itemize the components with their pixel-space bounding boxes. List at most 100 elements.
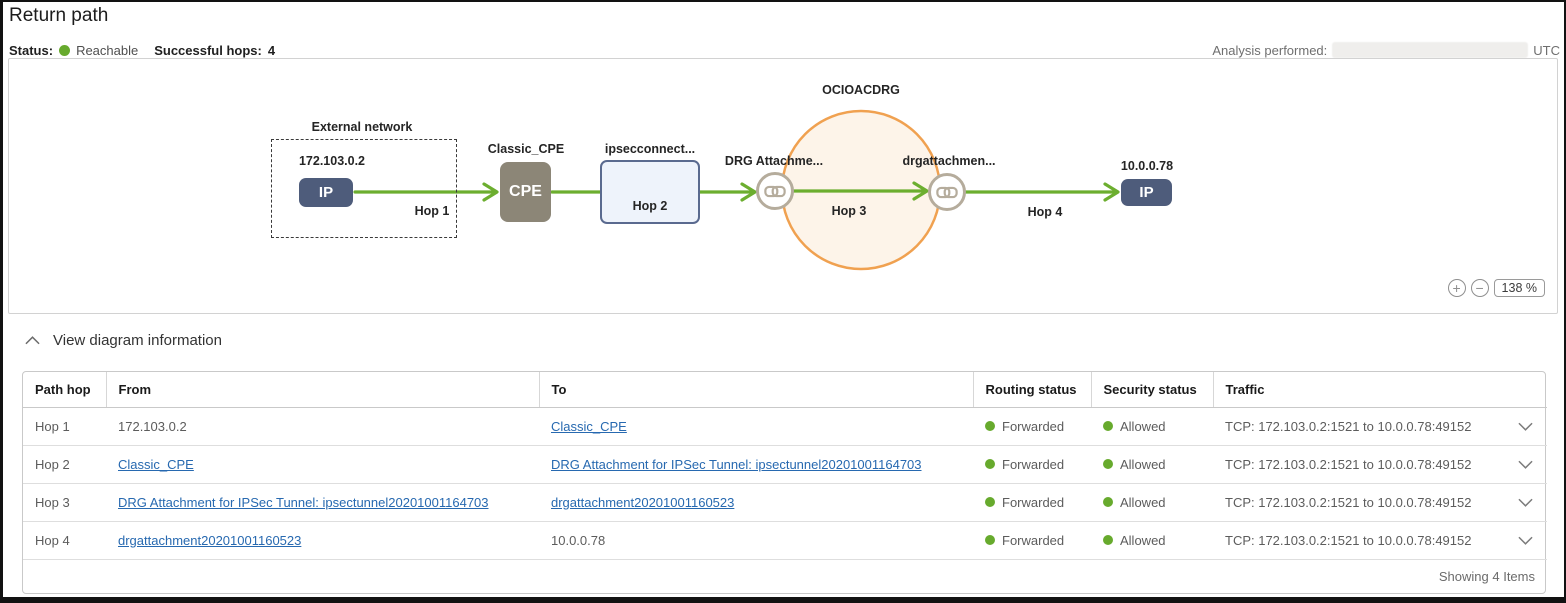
hop-cell: Hop 1: [23, 407, 106, 446]
external-network-label: External network: [311, 120, 413, 134]
page-title: Return path: [9, 5, 109, 26]
cpe-label: Classic_CPE: [487, 142, 565, 156]
dest-ip-label: 10.0.0.78: [1120, 159, 1174, 173]
security-status-cell: Allowed: [1103, 419, 1213, 434]
traffic-cell: TCP: 172.103.0.2:1521 to 10.0.0.78:49152: [1213, 521, 1506, 560]
drg-attachment-out-node[interactable]: [928, 173, 966, 211]
chevron-up-icon: [25, 336, 40, 345]
status-bar: Status: Reachable Successful hops: 4 Ana…: [9, 41, 1560, 59]
link-icon: [936, 186, 958, 198]
to-cell-text: Classic_CPE: [551, 418, 627, 434]
security-status-cell: Allowed: [1103, 457, 1213, 472]
status-green-dot-icon: [985, 421, 995, 431]
drg-attachment-out-label: drgattachmen...: [902, 154, 996, 168]
cpe-node[interactable]: CPE: [500, 162, 551, 222]
col-path-hop: Path hop: [23, 372, 107, 408]
hop-cell: Hop 4: [23, 521, 106, 560]
col-to: To: [539, 372, 974, 408]
view-diagram-information-toggle[interactable]: View diagram information: [25, 332, 222, 349]
diagram-zoom-controls: + − 138 %: [1447, 279, 1545, 297]
from-cell-text: drgattachment20201001160523: [118, 532, 302, 548]
col-expand: [1506, 372, 1547, 408]
table-header-row: Path hop From To Routing status Security…: [23, 372, 1547, 408]
col-traffic: Traffic: [1213, 372, 1506, 408]
hops-table-body: Hop 1 172.103.0.2 Classic_CPE Forwarded …: [23, 407, 1547, 560]
hop-cell: Hop 2: [23, 445, 106, 484]
to-cell-text: 10.0.0.78: [551, 532, 606, 548]
hop2-label: Hop 2: [632, 199, 668, 213]
table-row: Hop 3 DRG Attachment for IPSec Tunnel: i…: [23, 483, 1547, 522]
status-green-dot-icon: [59, 44, 71, 56]
successful-hops-value: 4: [267, 42, 276, 58]
showing-items-label: Showing 4 Items: [1438, 568, 1535, 584]
analysis-timestamp-redacted: [1332, 42, 1529, 58]
row-expand-chevron-down-icon[interactable]: [1518, 419, 1533, 434]
security-status-text: Allowed: [1120, 418, 1166, 434]
routing-status-cell: Forwarded: [985, 533, 1091, 548]
traffic-cell: TCP: 172.103.0.2:1521 to 10.0.0.78:49152: [1213, 445, 1506, 484]
status-green-dot-icon: [1103, 497, 1113, 507]
drg-attachment-in-label: DRG Attachme...: [724, 154, 824, 168]
path-diagram-panel: OCIOACDRG External network 172.103.0.2 I…: [8, 58, 1558, 314]
to-cell-text: drgattachment20201001160523: [551, 494, 735, 510]
col-from: From: [106, 372, 540, 408]
from-cell-text: DRG Attachment for IPSec Tunnel: ipsectu…: [118, 494, 489, 510]
security-status-text: Allowed: [1120, 494, 1166, 510]
row-expand-chevron-down-icon[interactable]: [1518, 533, 1533, 548]
from-cell-text: 172.103.0.2: [118, 418, 187, 434]
security-status-cell: Allowed: [1103, 533, 1213, 548]
hops-table: Path hop From To Routing status Security…: [22, 371, 1547, 594]
analysis-performed-label: Analysis performed:: [1212, 42, 1328, 58]
status-summary: Status: Reachable Successful hops: 4: [9, 43, 275, 58]
table-footer: Showing 4 Items: [23, 560, 1545, 593]
successful-hops-label: Successful hops:: [154, 42, 262, 58]
dest-ip-node[interactable]: IP: [1121, 179, 1172, 206]
table-row: Hop 1 172.103.0.2 Classic_CPE Forwarded …: [23, 407, 1547, 446]
security-status-text: Allowed: [1120, 456, 1166, 472]
routing-status-text: Forwarded: [1002, 418, 1065, 434]
routing-status-cell: Forwarded: [985, 419, 1091, 434]
to-cell-text: DRG Attachment for IPSec Tunnel: ipsectu…: [551, 456, 922, 472]
status-green-dot-icon: [985, 535, 995, 545]
security-status-cell: Allowed: [1103, 495, 1213, 510]
traffic-cell: TCP: 172.103.0.2:1521 to 10.0.0.78:49152: [1213, 483, 1506, 522]
routing-status-text: Forwarded: [1002, 532, 1065, 548]
row-expand-chevron-down-icon[interactable]: [1518, 495, 1533, 510]
routing-status-cell: Forwarded: [985, 457, 1091, 472]
zoom-level-indicator[interactable]: 138 %: [1493, 279, 1545, 297]
status-green-dot-icon: [1103, 535, 1113, 545]
table-row: Hop 2 Classic_CPE DRG Attachment for IPS…: [23, 445, 1547, 484]
status-label: Status:: [9, 42, 54, 58]
source-ip-label: 172.103.0.2: [298, 154, 366, 168]
section-toggle-label: View diagram information: [53, 332, 222, 349]
hop3-label: Hop 3: [831, 204, 867, 218]
ipsec-connection-node[interactable]: Hop 2: [600, 160, 700, 224]
from-cell-text: Classic_CPE: [118, 456, 194, 472]
source-ip-node[interactable]: IP: [299, 178, 353, 207]
col-routing-status: Routing status: [973, 372, 1092, 408]
col-security-status: Security status: [1091, 372, 1214, 408]
routing-status-text: Forwarded: [1002, 494, 1065, 510]
drg-attachment-in-node[interactable]: [756, 172, 794, 210]
analysis-timezone: UTC: [1533, 42, 1560, 58]
ipsec-connection-label: ipsecconnect...: [604, 142, 696, 156]
table-row: Hop 4 drgattachment20201001160523 10.0.0…: [23, 521, 1547, 560]
zoom-in-button[interactable]: +: [1447, 279, 1466, 297]
analysis-performed: Analysis performed: UTC: [1212, 42, 1560, 58]
status-value: Reachable: [76, 42, 139, 58]
status-green-dot-icon: [1103, 421, 1113, 431]
row-expand-chevron-down-icon[interactable]: [1518, 457, 1533, 472]
link-icon: [764, 185, 786, 197]
status-green-dot-icon: [985, 497, 995, 507]
routing-status-text: Forwarded: [1002, 456, 1065, 472]
hop1-label: Hop 1: [414, 204, 450, 218]
status-green-dot-icon: [985, 459, 995, 469]
routing-status-cell: Forwarded: [985, 495, 1091, 510]
traffic-cell: TCP: 172.103.0.2:1521 to 10.0.0.78:49152: [1213, 407, 1506, 446]
security-status-text: Allowed: [1120, 532, 1166, 548]
drg-group-label: OCIOACDRG: [822, 83, 900, 97]
zoom-out-button[interactable]: −: [1470, 279, 1489, 297]
hop-cell: Hop 3: [23, 483, 106, 522]
status-green-dot-icon: [1103, 459, 1113, 469]
